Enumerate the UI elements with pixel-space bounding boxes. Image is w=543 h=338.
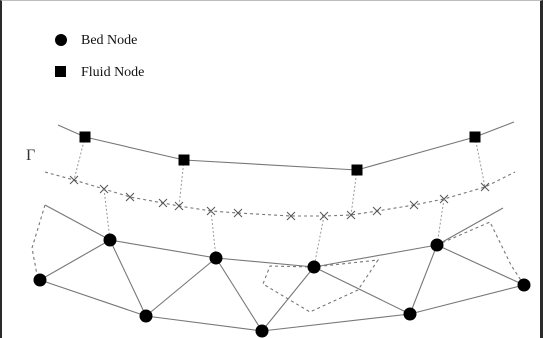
bed-element-outlines [31, 204, 525, 313]
bed-mesh-edge [409, 284, 525, 315]
fluid-interface-links [73, 136, 486, 216]
interface-cross-icon [174, 201, 184, 211]
bed-link [436, 198, 445, 246]
bed-mesh-edge [261, 266, 315, 332]
interface-bed-links [103, 188, 445, 268]
bed-element-outline [262, 259, 380, 313]
bed-link [313, 215, 325, 268]
bed-node-icon [103, 233, 117, 247]
bed-element-outline [436, 221, 525, 286]
bed-mesh-edge [44, 204, 111, 241]
interface-cross-icon [158, 198, 168, 208]
bed-mesh-edge [39, 239, 111, 281]
interface-label: Γ [26, 147, 35, 164]
fluid-link [178, 159, 185, 207]
fluid-node-icon [178, 154, 190, 166]
fluid-node-legend-icon [55, 66, 66, 77]
interface-cross-icon [69, 175, 79, 185]
fluid-link [350, 169, 358, 216]
fluid-boundary-line [57, 121, 515, 171]
bed-mesh-edge [436, 244, 525, 286]
interface-cross-icon [233, 208, 243, 218]
fluid-link [474, 136, 486, 188]
interface-cross-icon [346, 210, 356, 220]
bed-node-icon [255, 324, 269, 338]
bed-mesh-edge [145, 315, 263, 332]
bed-node-icon [517, 278, 531, 292]
bed-mesh-edge [313, 266, 411, 315]
bed-mesh-edge [109, 239, 217, 259]
bed-link [210, 210, 217, 259]
bed-mesh-edge [215, 257, 315, 268]
bed-node-icon [430, 238, 444, 252]
interface-cross-icon [286, 211, 296, 221]
fluid-node-icon [469, 131, 481, 143]
bed-mesh-edge [145, 257, 217, 317]
bed-node-icon [403, 307, 417, 321]
fluid-node-icon [351, 164, 363, 176]
interface-cross-icon [125, 192, 135, 202]
bed-mesh-edge [261, 313, 411, 332]
bed-element-outline [31, 204, 46, 281]
bed-node-icon [33, 273, 47, 287]
bed-mesh-edge [109, 239, 147, 317]
bed-mesh-edge [39, 279, 147, 317]
legend: Bed Node Fluid Node [55, 33, 144, 80]
interface-cross-icon [409, 200, 419, 210]
bed-mesh-edge [215, 257, 263, 332]
fluid-node-icon [79, 131, 91, 143]
interface-cross-icon [480, 182, 490, 192]
fluid-link [73, 136, 86, 181]
bed-node-legend-label: Bed Node [81, 33, 137, 48]
bed-mesh-edge [409, 244, 438, 315]
bed-node-icon [209, 251, 223, 265]
bed-node-icon [139, 309, 153, 323]
bed-nodes [33, 233, 531, 338]
bed-mesh-edge [313, 244, 438, 268]
bed-link [103, 188, 111, 241]
bed-node-icon [307, 260, 321, 274]
bed-node-legend-icon [55, 34, 67, 46]
bed-mesh-edges [39, 204, 525, 332]
bed-mesh-edge [436, 207, 504, 246]
interface-cross-icon [372, 206, 382, 216]
interface-curve [44, 171, 516, 217]
fluid-node-legend-label: Fluid Node [81, 65, 144, 80]
fluid-nodes [79, 131, 481, 176]
